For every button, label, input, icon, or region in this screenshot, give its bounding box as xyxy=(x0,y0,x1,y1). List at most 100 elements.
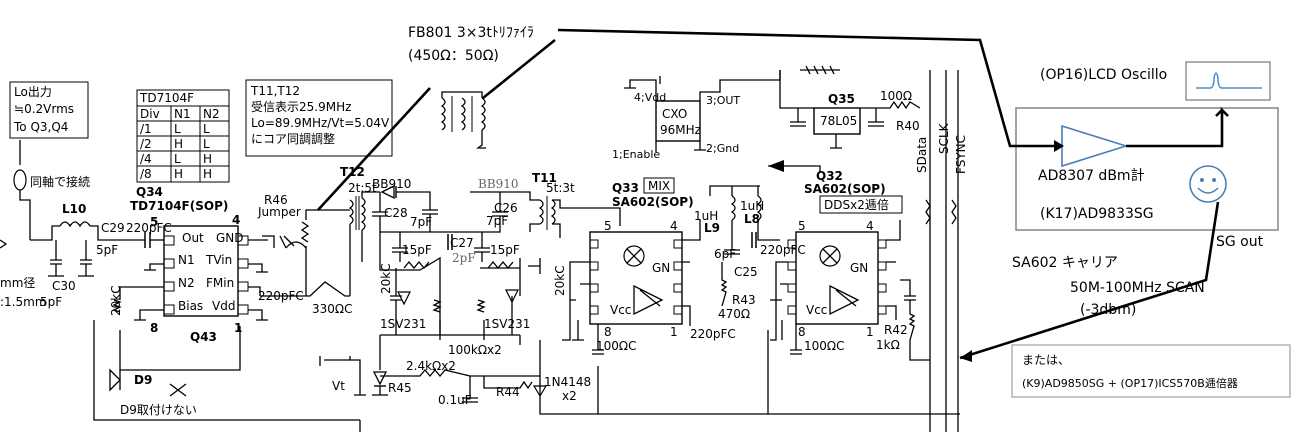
d9-cross xyxy=(169,383,187,397)
t11-note-pointer xyxy=(317,87,431,211)
mix-label: MIX xyxy=(648,179,670,193)
r-100k: 100kΩx2 xyxy=(448,343,502,357)
r40-label: R40 xyxy=(896,119,920,133)
q33-vcc: Vcc xyxy=(610,303,631,317)
q32-pin-stubs xyxy=(787,239,887,315)
divider-table-header-n1: N1 xyxy=(174,107,191,121)
cxo-label: CXO xyxy=(662,107,687,121)
q33-label: Q33 xyxy=(612,181,639,195)
r43-value: 470Ω xyxy=(718,307,750,321)
cxo-enable: 1;Enable xyxy=(612,148,660,161)
pin-out: Out xyxy=(182,231,204,245)
divider-table-cell: H xyxy=(203,167,212,181)
ad9833-label: (K17)AD9833SG xyxy=(1040,206,1154,222)
ad8307-label: AD8307 dBm計 xyxy=(1038,168,1145,184)
lo-output-line3: To Q3,Q4 xyxy=(13,120,68,134)
t11-label: T11 xyxy=(532,171,557,185)
divider-table-cell: /2 xyxy=(140,137,152,151)
jumper-label: Jumper xyxy=(257,205,301,219)
alternative-line1: または、 xyxy=(1022,353,1070,367)
q35-label: Q35 xyxy=(828,92,855,106)
q32-pin4: 4 xyxy=(866,219,874,233)
diameter-note-2: :1.5mm xyxy=(0,295,47,309)
cxo-out: 3;OUT xyxy=(706,94,740,107)
q32-pin8: 8 xyxy=(798,325,806,339)
scan-level-label: (-3dbm) xyxy=(1080,302,1136,318)
coax-lead xyxy=(19,190,31,240)
q33-pin-stubs xyxy=(589,239,683,315)
fb801-subtitle: (450Ω：50Ω) xyxy=(408,48,499,64)
c25-label: C25 xyxy=(734,265,758,279)
tuning-note-line1: T11,T12 xyxy=(250,84,300,98)
l10-label: L10 xyxy=(62,202,86,216)
r-330: 330ΩC xyxy=(312,302,352,316)
c-7pf-b: 7pF xyxy=(486,214,508,228)
t11-ratio: 5t:3t xyxy=(546,181,575,195)
divider-table-cell: /4 xyxy=(140,152,152,166)
r-20kc-left: 20kC xyxy=(109,285,123,316)
l8-value: 1uH xyxy=(740,199,764,213)
vt-label: Vt xyxy=(332,379,345,393)
c25-value: 220pFC xyxy=(760,243,806,257)
tuning-note-line4: にコア同調調整 xyxy=(251,131,335,146)
ad8307-block xyxy=(1015,107,1279,231)
l10-wiring xyxy=(30,225,145,241)
lo-output-box xyxy=(9,81,89,139)
l10-coil xyxy=(59,221,91,228)
cxo-gnd: 2;Gnd xyxy=(706,142,739,155)
dds-arrow xyxy=(768,160,784,172)
q33-part: SA602(SOP) xyxy=(612,195,694,209)
regulator-78l05 xyxy=(813,107,861,135)
pin-n2: N2 xyxy=(178,276,195,290)
c-01uf: 0.1uF xyxy=(438,393,472,407)
c27-label: C27 xyxy=(450,236,474,250)
d9-note: D9取付けない xyxy=(120,403,197,417)
ad8307-to-lcd xyxy=(1126,106,1229,148)
r46-label: R46 xyxy=(264,193,288,207)
c-15pf-a: 15pF xyxy=(402,243,432,257)
r-100c-a: 100ΩC xyxy=(596,339,636,353)
q34-label: Q34 xyxy=(136,185,163,199)
q33-pin8: 8 xyxy=(604,325,612,339)
c-220-q33: 220pFC xyxy=(690,327,736,341)
pin-vdd: Vdd xyxy=(212,299,235,313)
c27-value: 2pF xyxy=(452,251,476,265)
divider-table-header-n2: N2 xyxy=(203,107,220,121)
c26-label: C26 xyxy=(494,201,518,215)
t11-primary xyxy=(538,199,544,225)
fb801-to-ad8307 xyxy=(557,28,1062,148)
tuning-note-box xyxy=(245,79,393,157)
fb801-pointer xyxy=(482,38,556,100)
divider-table-cell: H xyxy=(203,152,212,166)
bb910-a: BB910 xyxy=(372,177,411,191)
q32-part: SA602(SOP) xyxy=(804,182,886,196)
lo-output-line2: ≒0.2Vrms xyxy=(14,102,74,116)
divider-table-cell: L xyxy=(203,137,210,151)
sa602-q33-chip xyxy=(589,231,683,325)
control-bus xyxy=(929,70,959,432)
fb801-title: FB801 3×3tﾄﾘﾌｧｲﾗ xyxy=(408,25,534,41)
dds-note: DDSx2逓倍 xyxy=(824,197,889,212)
pin-tvin: TVin xyxy=(205,253,232,267)
bus-sclk: SCLK xyxy=(937,122,951,154)
c30-5pf: 5pF xyxy=(40,295,62,309)
l9-label: L9 xyxy=(704,221,720,235)
r42-label: R42 xyxy=(884,323,908,337)
lcd-oscillo-screen xyxy=(1185,61,1271,101)
r-20kc-a: 20kC xyxy=(379,263,393,294)
divider-table-header-div: Div xyxy=(140,107,160,121)
td7104f-chip xyxy=(163,225,239,317)
divider-truth-table: TD7104F Div N1 N2 /1 L L /2 H L /4 L H /… xyxy=(136,89,230,183)
q32-pin1: 1 xyxy=(866,325,874,339)
d-1n4148: 1N4148 xyxy=(544,375,591,389)
c29-label: C29 xyxy=(101,221,125,235)
divider-table-cell: /1 xyxy=(140,122,152,136)
divider-table-cell: L xyxy=(174,152,181,166)
q33-gn: GN xyxy=(652,261,670,275)
divider-table-cell: L xyxy=(174,122,181,136)
q34-pin5: 5 xyxy=(150,215,158,229)
q32-pin5: 5 xyxy=(798,219,806,233)
r43-label: R43 xyxy=(732,293,756,307)
